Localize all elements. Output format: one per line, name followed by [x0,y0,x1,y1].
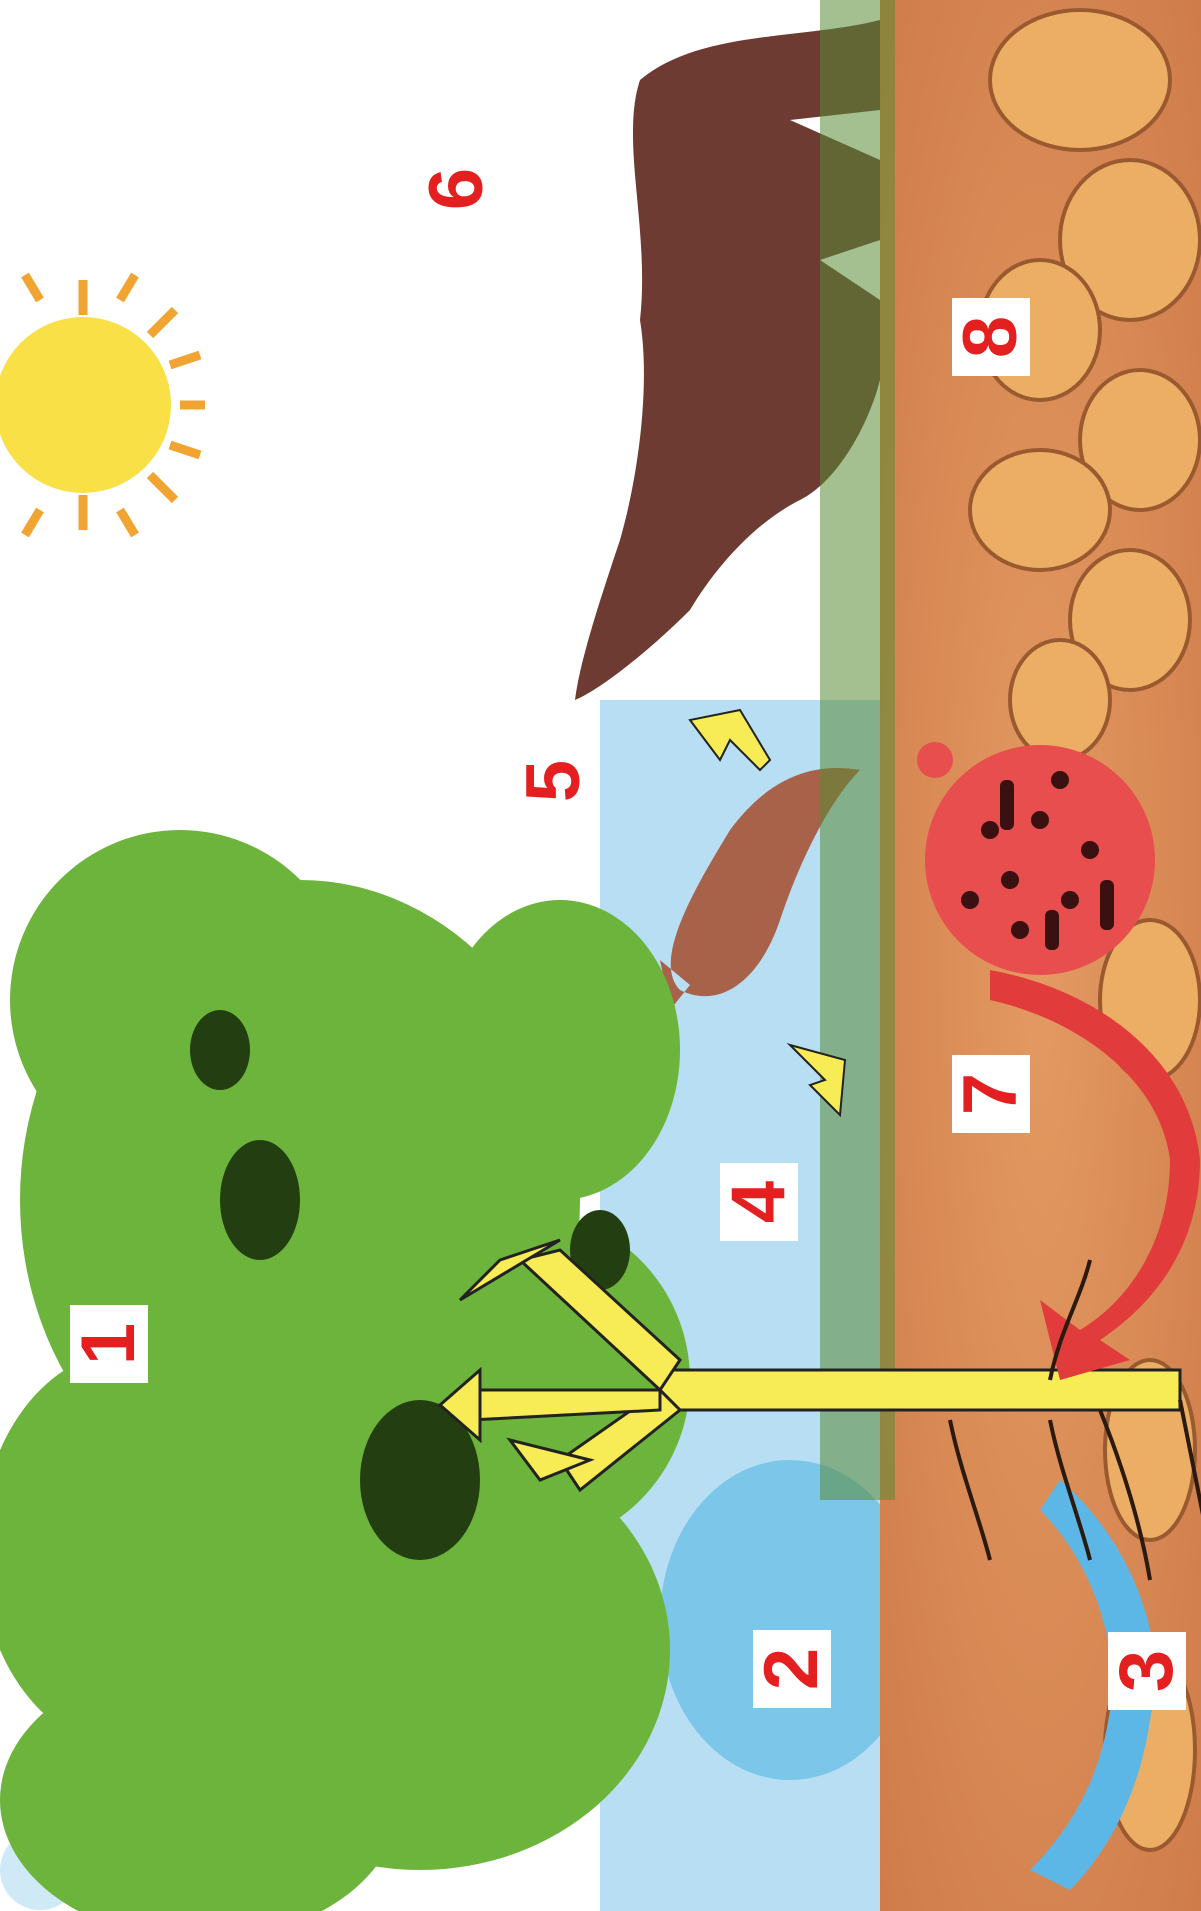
label-2: 2 [753,1630,831,1708]
label-1: 1 [70,1305,148,1383]
label-7: 7 [952,1055,1030,1133]
label-3: 3 [1108,1632,1186,1710]
label-4: 4 [720,1163,798,1241]
grass-strip [820,0,895,1500]
label-8: 8 [952,298,1030,376]
label-6: 6 [418,150,496,228]
label-5: 5 [515,742,593,820]
